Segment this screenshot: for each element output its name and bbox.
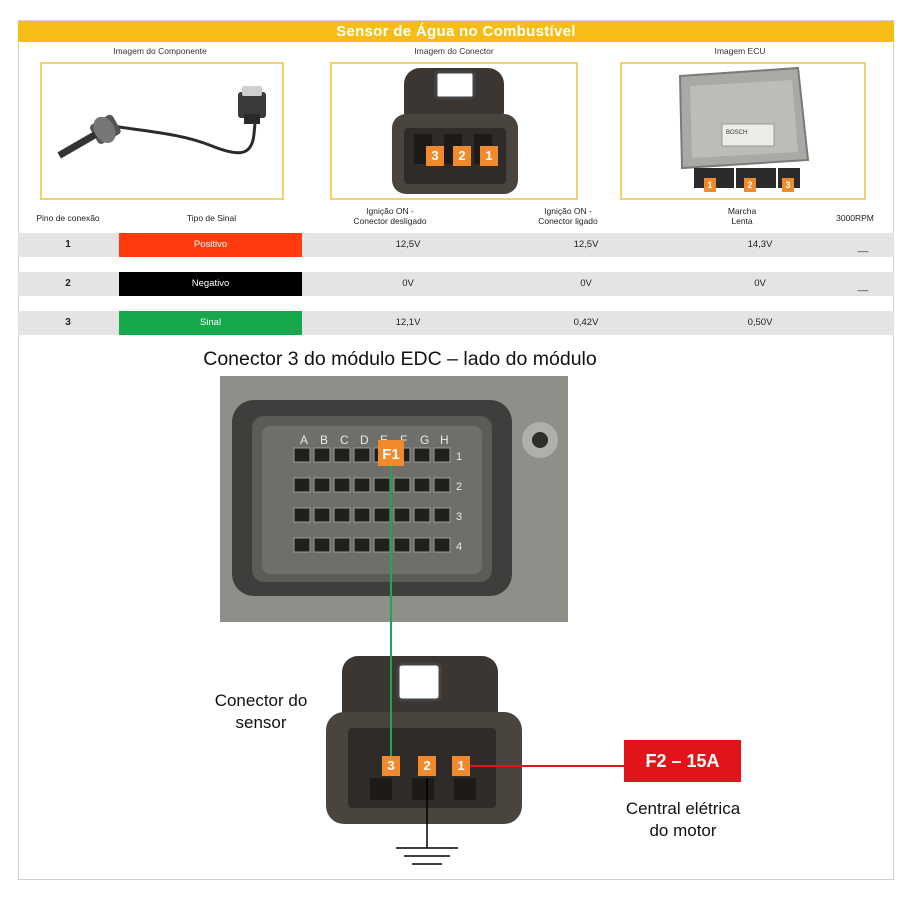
module-pin-cell [313, 537, 331, 553]
connector-pin-tag: 1 [480, 146, 498, 166]
pin-number: 2 [65, 278, 71, 289]
module-row-label: 4 [456, 541, 462, 553]
connector-pin-tag: 3 [426, 146, 444, 166]
module-pin-cell [353, 537, 371, 553]
signal-type: Sinal [119, 311, 302, 335]
module-pin-cell [373, 537, 391, 553]
ecu-pin-tag: 1 [704, 178, 716, 192]
diagram-title: Conector 3 do módulo EDC – lado do módul… [203, 348, 597, 370]
module-pin-cell [373, 507, 391, 523]
water-sensor-illustration [57, 86, 266, 159]
table-row: 2 Negativo 0V 0V 0V __ [18, 272, 894, 296]
module-column-label: G [420, 433, 429, 447]
connector-pin-tag: 2 [453, 146, 471, 166]
pin-number: 3 [65, 317, 71, 328]
page-title: Sensor de Água no Combustível [18, 21, 894, 42]
ecu-pin-tag: 3 [782, 178, 794, 192]
header-3000rpm: 3000RPM [836, 213, 874, 223]
header-pin: Pino de conexão [36, 213, 100, 223]
ignition-on-value: 12,5V [573, 239, 599, 250]
module-pin-cell [353, 477, 371, 493]
ignition-on-value: 0,42V [573, 317, 599, 328]
module-row-label: 3 [456, 511, 462, 523]
module-pin-cell [433, 537, 451, 553]
table-row: 1 Positivo 12,5V 12,5V 14,3V __ [18, 233, 894, 257]
module-pin-cell [293, 537, 311, 553]
rpm-value: __ [857, 242, 869, 253]
module-pin-cell [413, 537, 431, 553]
signal-type: Positivo [119, 233, 302, 257]
ecu-brand-text: BOSCH [726, 130, 747, 136]
idle-value: 14,3V [747, 239, 773, 250]
ecu-pin-tag: 2 [744, 178, 756, 192]
ecu-illustration: BOSCH [678, 66, 810, 188]
module-pin-cell [313, 477, 331, 493]
module-pin-cell [393, 477, 411, 493]
module-row-label: 1 [456, 451, 462, 463]
component-image-label: Imagem do Componente [113, 46, 207, 56]
module-pin-cell [313, 447, 331, 463]
module-pin-cell [353, 447, 371, 463]
idle-value: 0,50V [747, 317, 773, 328]
module-pin-cell [433, 447, 451, 463]
ecu-image-label: Imagem ECU [714, 46, 766, 56]
module-pin-cell [353, 507, 371, 523]
module-pin-cell [373, 477, 391, 493]
module-column-label: C [340, 433, 349, 447]
ecu-image: BOSCH 1 2 3 [620, 62, 866, 200]
idle-value: 0V [754, 278, 766, 289]
module-pin-cell [293, 477, 311, 493]
module-pin-cell [393, 507, 411, 523]
signal-type: Negativo [119, 272, 302, 296]
pin-number: 1 [65, 239, 71, 250]
ignition-off-value: 12,1V [395, 317, 421, 328]
module-pin-cell [413, 477, 431, 493]
module-pin-tag: F1 [382, 446, 400, 463]
sheet-frame [18, 20, 894, 880]
module-column-label: H [440, 433, 449, 447]
module-pin-cell [433, 477, 451, 493]
module-pin-cell [313, 507, 331, 523]
module-pin-cell [333, 447, 351, 463]
rpm-value: __ [857, 281, 869, 292]
module-pin-cell [333, 477, 351, 493]
table-row: 3 Sinal 12,1V 0,42V 0,50V [18, 311, 894, 335]
header-ignition-on: Ignição ON -Conector ligado [538, 206, 598, 226]
header-signal-type: Tipo de Sinal [186, 213, 237, 223]
module-pin-cell [293, 507, 311, 523]
module-pin-cell [293, 447, 311, 463]
ignition-on-value: 0V [580, 278, 592, 289]
module-pin-tag-box [378, 440, 404, 466]
ignition-off-value: 12,5V [395, 239, 421, 250]
ignition-off-value: 0V [402, 278, 414, 289]
module-pin-cell [413, 447, 431, 463]
module-row-label: 2 [456, 481, 462, 493]
connector-image-label: Imagem do Conector [414, 46, 494, 56]
module-column-label: B [320, 433, 328, 447]
module-column-label: A [300, 433, 308, 447]
module-pin-cell [333, 537, 351, 553]
module-pin-cell [333, 507, 351, 523]
fuse-label: F2 – 15A [624, 740, 741, 782]
component-image [40, 62, 284, 200]
module-pin-cell [413, 507, 431, 523]
connector-image: 3 2 1 [330, 62, 578, 200]
module-pin-cell [393, 537, 411, 553]
module-pin-cell [433, 507, 451, 523]
sensor-pin-tag: 3 [382, 756, 400, 776]
header-ignition-off: Ignição ON -Conector desligado [353, 206, 427, 226]
module-column-label: D [360, 433, 369, 447]
sensor-pin-tag: 2 [418, 756, 436, 776]
sensor-pin-tag: 1 [452, 756, 470, 776]
